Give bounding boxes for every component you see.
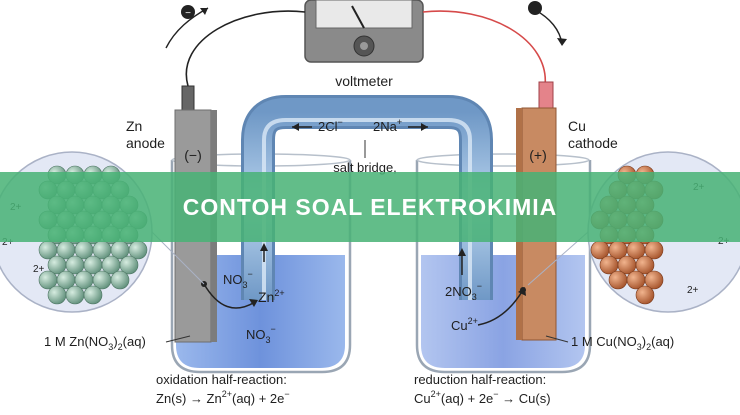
- zn-ion-label: Zn2+: [258, 288, 285, 305]
- electron-right-icon: [528, 1, 542, 15]
- nitrate-ion-lower: NO3−: [246, 324, 276, 345]
- oxidation-title: oxidation half-reaction:: [156, 372, 287, 387]
- two-nitrate-label: 2NO3−: [445, 281, 482, 302]
- cu-atom: [635, 285, 655, 305]
- zoom-ion-charge-6: 2+: [687, 285, 699, 296]
- banner-title: CONTOH SOAL ELEKTROKIMIA: [182, 193, 558, 220]
- zn-atom: [110, 270, 130, 290]
- cu-ion-arrow: [477, 289, 524, 326]
- anode-clip: [181, 85, 195, 113]
- cu-atom: [644, 270, 664, 290]
- cu-atom: [608, 270, 628, 290]
- nitrate-ion-left: NO3−: [223, 269, 253, 290]
- reduction-title: reduction half-reaction:: [414, 372, 546, 387]
- salt-bridge: [241, 95, 493, 300]
- cathode-clip: [538, 81, 554, 111]
- anode-metal-label: Zn: [126, 118, 142, 134]
- zn-atom: [47, 285, 67, 305]
- cathode-solution-label: 1 M Cu(NO3)2(aq): [571, 334, 674, 352]
- zn-atom: [119, 255, 139, 275]
- zn-ion-arrow: [203, 283, 256, 309]
- anode-sign: (−): [184, 147, 202, 163]
- electron-left-icon: [181, 5, 195, 19]
- arrow-head-left-icon: [200, 8, 208, 15]
- arrow-head-right-icon: [557, 38, 567, 46]
- anode-role-label: anode: [126, 135, 165, 151]
- reduction-equation: Cu2+(aq) + 2e− → Cu(s): [414, 389, 551, 406]
- cu-atom: [635, 255, 655, 275]
- bridge-anion: 2Cl−: [318, 117, 343, 134]
- cathode-metal-label: Cu: [568, 118, 586, 134]
- electron-left-sign: −: [185, 8, 191, 19]
- zn-atom: [83, 285, 103, 305]
- wire-left: [185, 10, 306, 87]
- wire-right: [422, 10, 546, 87]
- salt-bridge-label-1: salt bridge,: [333, 160, 397, 175]
- voltmeter-label: voltmeter: [335, 73, 393, 89]
- title-banner: CONTOH SOAL ELEKTROKIMIA: [0, 172, 740, 242]
- bridge-cation: 2Na+: [373, 117, 402, 134]
- zoom-ion-charge-2: 2+: [2, 237, 14, 248]
- cathode-role-label: cathode: [568, 135, 618, 151]
- zn-atom: [65, 285, 85, 305]
- voltmeter: [304, 0, 424, 63]
- cathode-sign: (+): [529, 147, 547, 163]
- anode-solution-label: 1 M Zn(NO3)2(aq): [44, 334, 146, 352]
- cu-ion-label: Cu2+: [451, 316, 478, 333]
- oxidation-equation: Zn(s) → Zn2+(aq) + 2e−: [156, 389, 290, 406]
- zoom-ion-charge-3: 2+: [33, 264, 45, 275]
